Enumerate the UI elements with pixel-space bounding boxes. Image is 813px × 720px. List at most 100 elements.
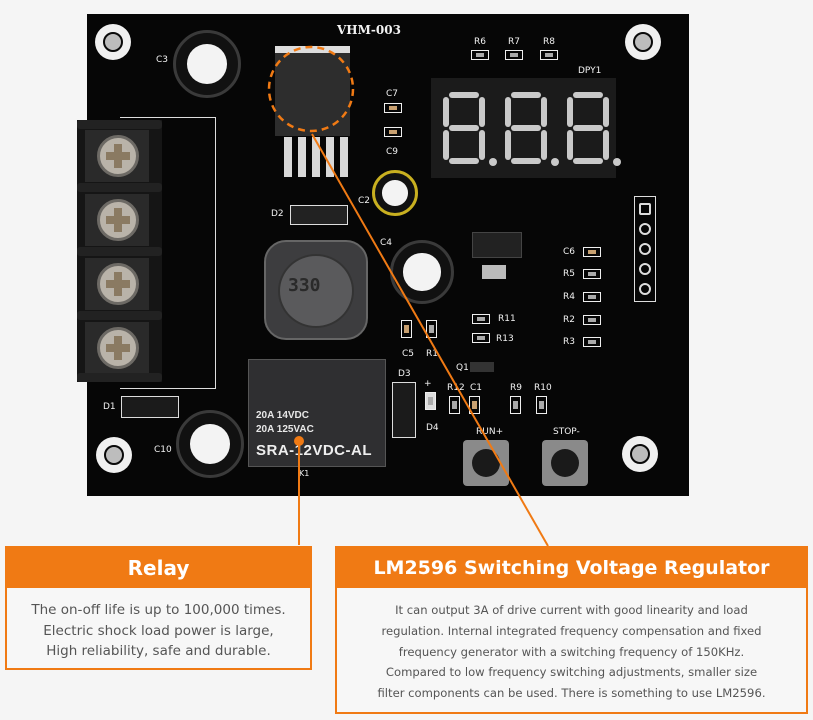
stop-button[interactable]	[542, 440, 588, 486]
label-c3: C3	[156, 55, 169, 65]
regulator-callout-line-2: regulation. Internal integrated frequenc…	[381, 623, 762, 638]
relay-callout-line-3: High reliability, safe and durable.	[46, 643, 271, 659]
screw-icon	[97, 135, 139, 177]
relay-callout-title: Relay	[7, 548, 310, 588]
regulator-callout-body: It can output 3A of drive current with g…	[337, 588, 806, 704]
segment-a	[511, 92, 541, 98]
label-plus: +	[424, 379, 432, 389]
relay-k1: 20A 14VDC 20A 125VAC SRA-12VDC-AL	[248, 359, 386, 467]
label-r11: R11	[498, 314, 516, 324]
resistor-r2	[583, 315, 601, 325]
capacitor-c9	[384, 127, 402, 137]
segment-g	[449, 125, 479, 131]
segment-e	[505, 130, 511, 160]
relay-rating-ac: 20A 125VAC	[256, 424, 314, 435]
segment-d	[449, 158, 479, 164]
label-c2: C2	[358, 196, 371, 206]
relay-callout-line-2: Electric shock load power is large,	[43, 622, 274, 639]
capacitor-c4	[390, 240, 454, 304]
capacitor-c10	[176, 410, 244, 478]
label-r6: R6	[474, 37, 486, 47]
label-c10: C10	[154, 445, 172, 455]
led-d4	[425, 392, 436, 410]
label-k1: K1	[299, 469, 310, 478]
screw-icon	[97, 263, 139, 305]
resistor-r12	[449, 396, 460, 414]
stop-button-label: STOP-	[553, 427, 580, 437]
label-r1: R1	[426, 349, 438, 359]
label-c5: C5	[402, 349, 415, 359]
relay-callout-line-1: The on-off life is up to 100,000 times.	[31, 602, 286, 618]
label-c1: C1	[470, 383, 483, 393]
terminal-rib	[77, 311, 162, 320]
relay-rating-dc: 20A 14VDC	[256, 410, 309, 421]
transistor-q1	[470, 362, 494, 372]
terminal-cell	[85, 194, 149, 246]
label-r8: R8	[543, 37, 555, 47]
decimal-point	[613, 158, 621, 166]
regulator-callout-line	[311, 133, 549, 547]
regulator-callout-line-5: filter components can be used. There is …	[377, 686, 766, 701]
capacitor-c7	[384, 103, 402, 113]
segment-c	[541, 130, 547, 160]
silkscreen-outline	[120, 117, 216, 389]
regulator-callout-line-4: Compared to low frequency switching adju…	[385, 665, 758, 680]
segment-a	[449, 92, 479, 98]
label-r5: R5	[563, 269, 575, 279]
segment-b	[479, 97, 485, 127]
regulator-callout: LM2596 Switching Voltage Regulator It ca…	[335, 546, 808, 714]
segment-c	[603, 130, 609, 160]
resistor-r9	[510, 396, 521, 414]
inductor: 330	[264, 240, 368, 340]
label-d3: D3	[398, 369, 411, 379]
smd-transistor	[472, 232, 522, 258]
capacitor-c3	[173, 30, 241, 98]
label-d2: D2	[271, 209, 284, 219]
label-c6: C6	[563, 247, 576, 257]
resistor-r10	[536, 396, 547, 414]
header-pin	[639, 223, 651, 235]
ic-pin	[298, 137, 306, 177]
resistor-r1	[426, 320, 437, 338]
label-d4: D4	[426, 423, 439, 433]
label-r13: R13	[496, 334, 514, 344]
resistor-r6	[471, 50, 489, 60]
ic-pin	[340, 137, 348, 177]
resistor-r11	[472, 314, 490, 324]
resistor-r7	[505, 50, 523, 60]
header-pin	[639, 283, 651, 295]
segment-g	[511, 125, 541, 131]
capacitor-c6	[583, 247, 601, 257]
relay-model: SRA-12VDC-AL	[256, 442, 373, 459]
label-r7: R7	[508, 37, 520, 47]
resistor-r5	[583, 269, 601, 279]
relay-callout-dot	[294, 436, 304, 446]
terminal-rib	[77, 120, 162, 129]
label-r4: R4	[563, 292, 575, 302]
ic-pin	[326, 137, 334, 177]
segment-f	[505, 97, 511, 127]
segment-f	[567, 97, 573, 127]
regulator-callout-line-3: frequency generator with a switching fre…	[398, 644, 745, 659]
ic-pin	[312, 137, 320, 177]
ic-highlight-circle	[267, 45, 355, 133]
decimal-point	[489, 158, 497, 166]
label-r2: R2	[563, 315, 575, 325]
resistor-r13	[472, 333, 490, 343]
terminal-cell	[85, 322, 149, 374]
resistor-r8	[540, 50, 558, 60]
label-r10: R10	[534, 383, 552, 393]
header-pin	[639, 263, 651, 275]
pin-header	[634, 196, 656, 302]
segment-d	[573, 158, 603, 164]
label-r3: R3	[563, 337, 575, 347]
run-button-label: RUN+	[476, 427, 504, 437]
label-r9: R9	[510, 383, 522, 393]
resistor-r3	[583, 337, 601, 347]
screw-icon	[97, 327, 139, 369]
label-r12: R12	[447, 383, 465, 393]
diode-d1	[121, 396, 179, 418]
segment-b	[541, 97, 547, 127]
label-dpy1: DPY1	[578, 66, 602, 76]
label-q1: Q1	[456, 363, 469, 373]
